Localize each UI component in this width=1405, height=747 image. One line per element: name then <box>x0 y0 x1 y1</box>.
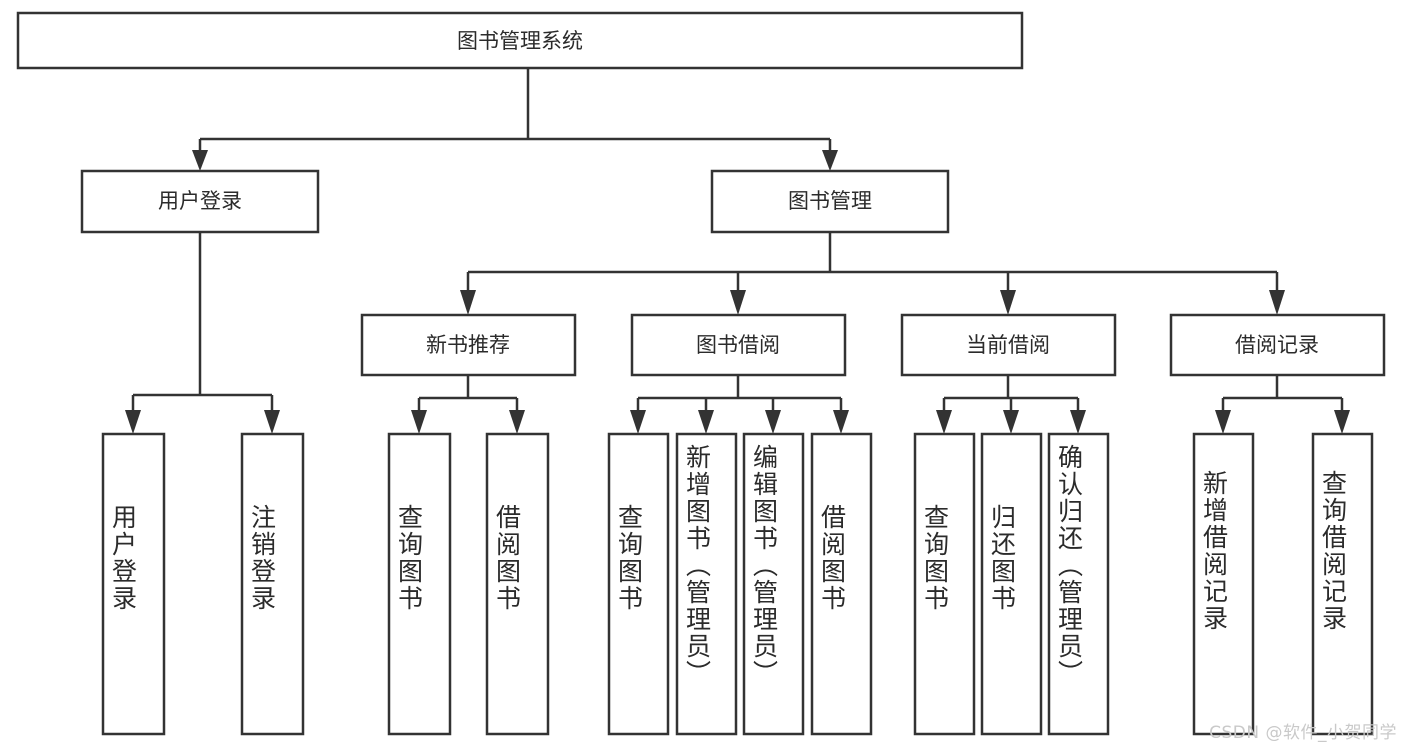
arrowhead-cb-leaf3 <box>1070 410 1086 434</box>
leaf-box-edit-book-admin[interactable] <box>742 432 805 736</box>
leaf-box-confirm-return-admin[interactable] <box>1047 432 1110 736</box>
arrowhead-cb-leaf2 <box>1003 410 1019 434</box>
node-new-book-recommend-label: 新书推荐 <box>426 333 510 357</box>
arrowhead-bl-leaf1 <box>630 410 646 434</box>
leaf-box-borrow-book-bl[interactable] <box>810 432 873 736</box>
leaf-box-return-book[interactable] <box>980 432 1043 736</box>
leaf-boxes-group <box>101 432 1374 736</box>
node-book-management-box[interactable] <box>710 169 950 234</box>
arrowhead-bl-leaf2 <box>698 410 714 434</box>
arrowhead-rb-leaf1 <box>1215 410 1231 434</box>
leaf-box-borrow-book-nb[interactable] <box>485 432 550 736</box>
arrowhead-book-mgmt <box>822 150 838 171</box>
leaf-box-query-book-bl[interactable] <box>607 432 670 736</box>
arrowhead-nb-leaf1 <box>411 410 427 434</box>
node-new-book-recommend[interactable]: 新书推荐 <box>360 313 577 377</box>
node-user-login-label: 用户登录 <box>158 189 242 213</box>
arrowhead-leaf-logout <box>264 410 280 434</box>
node-current-borrow-box[interactable] <box>900 313 1117 377</box>
arrowhead-new-book <box>460 290 476 315</box>
node-book-management[interactable]: 图书管理 <box>710 169 950 234</box>
arrowhead-nb-leaf2 <box>509 410 525 434</box>
leaf-box-add-borrow-record[interactable] <box>1192 432 1255 736</box>
node-user-login[interactable]: 用户登录 <box>80 169 320 234</box>
node-current-borrow[interactable]: 当前借阅 <box>900 313 1117 377</box>
leaf-box-add-book-admin[interactable] <box>675 432 738 736</box>
arrowhead-bl-leaf3 <box>765 410 781 434</box>
node-borrow-record[interactable]: 借阅记录 <box>1169 313 1386 377</box>
node-user-login-box[interactable] <box>80 169 320 234</box>
leaf-box-query-book-nb[interactable] <box>387 432 452 736</box>
arrowhead-bl-leaf4 <box>833 410 849 434</box>
leaf-box-logout[interactable] <box>240 432 305 736</box>
node-root-box[interactable] <box>16 11 1024 70</box>
watermark-text: CSDN @软件_小贺同学 <box>1209 723 1397 743</box>
arrowhead-current-borrow <box>1000 290 1016 315</box>
node-book-borrow-box[interactable] <box>630 313 847 377</box>
node-book-borrow-label: 图书借阅 <box>696 333 780 357</box>
arrowhead-rb-leaf2 <box>1334 410 1350 434</box>
arrowhead-borrow <box>730 290 746 315</box>
arrowhead-leaf-user-login <box>125 410 141 434</box>
leaf-box-query-book-cb[interactable] <box>913 432 976 736</box>
node-book-borrow[interactable]: 图书借阅 <box>630 313 847 377</box>
node-root-label: 图书管理系统 <box>457 29 583 53</box>
arrowhead-borrow-record <box>1269 290 1285 315</box>
node-current-borrow-label: 当前借阅 <box>966 333 1050 357</box>
node-book-management-label: 图书管理 <box>788 189 872 213</box>
arrowhead-user-login <box>192 150 208 171</box>
node-new-book-recommend-box[interactable] <box>360 313 577 377</box>
node-root[interactable]: 图书管理系统 <box>16 11 1024 70</box>
connectors-group <box>125 68 1350 434</box>
node-borrow-record-label: 借阅记录 <box>1235 333 1319 357</box>
leaf-box-user-login[interactable] <box>101 432 166 736</box>
arrowhead-cb-leaf1 <box>936 410 952 434</box>
node-borrow-record-box[interactable] <box>1169 313 1386 377</box>
leaf-box-query-borrow-record[interactable] <box>1311 432 1374 736</box>
